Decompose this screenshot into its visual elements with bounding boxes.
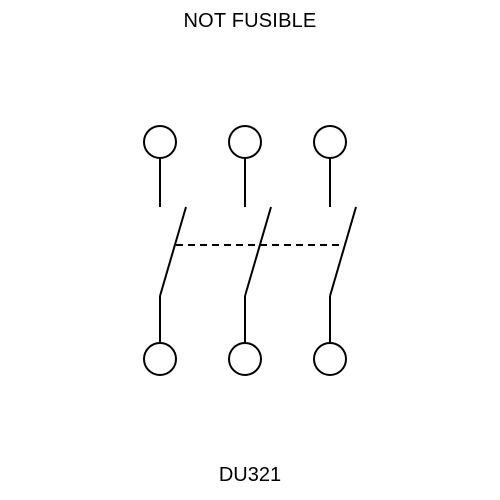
bottom-terminal-2 xyxy=(228,342,262,376)
top-terminal-1 xyxy=(143,125,177,159)
top-terminal-3 xyxy=(313,125,347,159)
switch-blade-3 xyxy=(329,206,357,297)
diagram-title: NOT FUSIBLE xyxy=(183,10,317,32)
pole-1 xyxy=(143,125,187,376)
model-number: DU321 xyxy=(218,464,282,486)
top-terminal-2 xyxy=(228,125,262,159)
pole-3 xyxy=(313,125,357,376)
switch-blade-1 xyxy=(159,206,187,297)
bottom-terminal-3 xyxy=(313,342,347,376)
bottom-terminal-1 xyxy=(143,342,177,376)
switch-blade-2 xyxy=(244,206,272,297)
pole-2 xyxy=(228,125,272,376)
